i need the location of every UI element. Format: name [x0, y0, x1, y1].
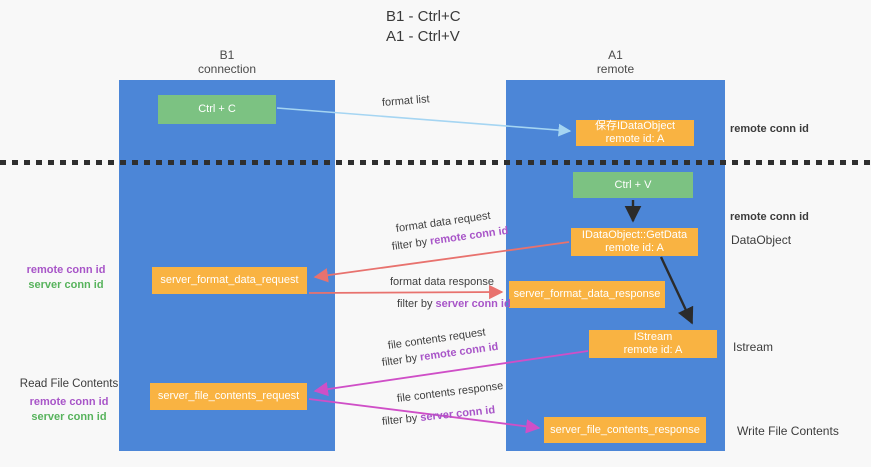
box-idataobject-getdata: IDataObject::GetData remote id: A [571, 228, 698, 256]
column-b1-role: connection [197, 62, 257, 76]
label-file-contents-response: file contents response [396, 380, 504, 405]
column-a1-role: remote [596, 62, 635, 76]
box-server-format-data-request-label: server_format_data_request [160, 274, 299, 286]
box-ctrl-c-label: Ctrl + C [198, 103, 236, 115]
column-header-a1: A1 remote [506, 48, 725, 76]
right-label-write-file-contents: Write File Contents [737, 424, 839, 438]
column-b1-name: B1 [219, 48, 235, 62]
phase-separator-dashed-line [0, 160, 871, 165]
diagram-title: B1 - Ctrl+C A1 - Ctrl+V [386, 7, 461, 47]
arrow-format-data-response [308, 284, 504, 300]
label-filter-by-server-conn-id-2: filter by server conn id [381, 404, 495, 428]
left-label-read-file-contents: Read File Contents [19, 378, 119, 390]
box-ctrl-v: Ctrl + V [573, 172, 693, 198]
label-format-list-text: format list [381, 93, 431, 109]
server-conn-id-text: server conn id [435, 298, 511, 310]
left-label-group-format: remote conn id server conn id [20, 263, 112, 293]
filter-by-text: filter by [381, 412, 421, 428]
column-a1-name: A1 [608, 48, 623, 62]
box-save-idataobject-line2: remote id: A [605, 133, 665, 145]
title-line-1: B1 - Ctrl+C [386, 8, 461, 25]
box-save-idataobject-line1: 保存IDataObject [594, 120, 676, 132]
box-ctrl-v-label: Ctrl + V [614, 178, 652, 191]
label-format-list: format list [382, 93, 430, 109]
box-ctrl-c: Ctrl + C [158, 95, 276, 124]
right-label-dataobject: DataObject [731, 233, 792, 247]
right-label-istream: Istream [733, 340, 774, 354]
label-format-data-response-text: format data response [390, 276, 494, 288]
left-label-server-conn-id-2: server conn id [31, 411, 107, 423]
box-server-format-data-response-label: server_format_data_response [513, 288, 661, 300]
label-file-contents-response-text: file contents response [396, 380, 504, 405]
box-server-format-data-request: server_format_data_request [152, 267, 307, 294]
filter-by-text: filter by [391, 235, 431, 253]
left-label-server-conn-id-1: server conn id [28, 279, 104, 291]
filter-by-text: filter by [397, 298, 436, 310]
box-istream: IStream remote id: A [589, 330, 717, 358]
left-label-remote-conn-id-2: remote conn id [29, 396, 109, 408]
left-label-remote-conn-id-1: remote conn id [26, 264, 106, 276]
left-label-group-file: Read File Contents remote conn id server… [14, 377, 124, 425]
title-line-2: A1 - Ctrl+V [386, 28, 460, 45]
box-istream-line1: IStream [633, 331, 673, 343]
box-server-file-contents-response-label: server_file_contents_response [550, 423, 700, 436]
box-save-idataobject: 保存IDataObject remote id: A [576, 120, 694, 146]
box-server-format-data-response: server_format_data_response [509, 281, 665, 308]
box-idataobject-getdata-line2: remote id: A [605, 242, 664, 254]
box-idataobject-getdata-line1: IDataObject::GetData [581, 229, 688, 241]
box-server-file-contents-request: server_file_contents_request [150, 383, 307, 410]
right-label-remote-conn-id-2: remote conn id [730, 211, 809, 223]
label-format-data-response: format data response [390, 276, 494, 288]
box-server-file-contents-request-label: server_file_contents_request [157, 390, 300, 402]
box-server-file-contents-response: server_file_contents_response [544, 417, 706, 443]
right-label-remote-conn-id-1: remote conn id [730, 123, 809, 135]
column-header-b1: B1 connection [119, 48, 335, 76]
label-filter-by-server-conn-id-1: filter by server conn id [397, 298, 511, 310]
filter-by-text: filter by [381, 351, 421, 369]
box-istream-line2: remote id: A [623, 344, 683, 356]
server-conn-id-text: server conn id [419, 404, 496, 424]
